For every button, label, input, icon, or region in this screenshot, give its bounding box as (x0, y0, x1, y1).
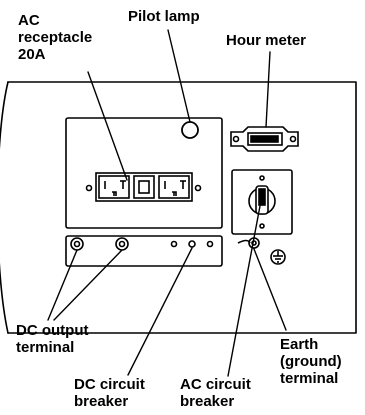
leader-earth (253, 248, 287, 331)
panel-outline (7, 81, 357, 334)
leader-pilot-lamp (167, 29, 191, 123)
label-ac-circuit-breaker: AC circuit breaker (180, 376, 251, 410)
leader-dc-output-2 (53, 249, 123, 321)
leader-hour-meter (265, 51, 271, 128)
ac-receptacle-icon (85, 172, 202, 202)
label-ac-receptacle: AC receptacle 20A (18, 12, 93, 63)
ac-breaker-switch (248, 175, 276, 229)
leader-ac-receptacle (87, 71, 128, 181)
ac-breaker-plate (231, 169, 293, 235)
panel-break-curve (0, 81, 9, 334)
label-dc-circuit-breaker: DC circuit breaker (74, 376, 145, 410)
dc-circuit-breaker (170, 240, 214, 248)
leader-dc-breaker (127, 247, 193, 376)
dc-output-terminals (70, 237, 129, 251)
earth-terminal (237, 237, 286, 265)
leader-dc-output-1 (47, 249, 78, 321)
pilot-lamp-icon (181, 121, 199, 139)
receptacle-subpanel (65, 117, 223, 229)
label-pilot-lamp: Pilot lamp (128, 8, 200, 25)
label-earth-terminal: Earth (ground) terminal (280, 336, 342, 387)
dc-terminal-strip (65, 235, 223, 267)
label-dc-output-terminal: DC output terminal (16, 322, 89, 356)
leader-ac-breaker (227, 205, 261, 377)
label-hour-meter: Hour meter (226, 32, 307, 49)
hour-meter (230, 126, 299, 152)
